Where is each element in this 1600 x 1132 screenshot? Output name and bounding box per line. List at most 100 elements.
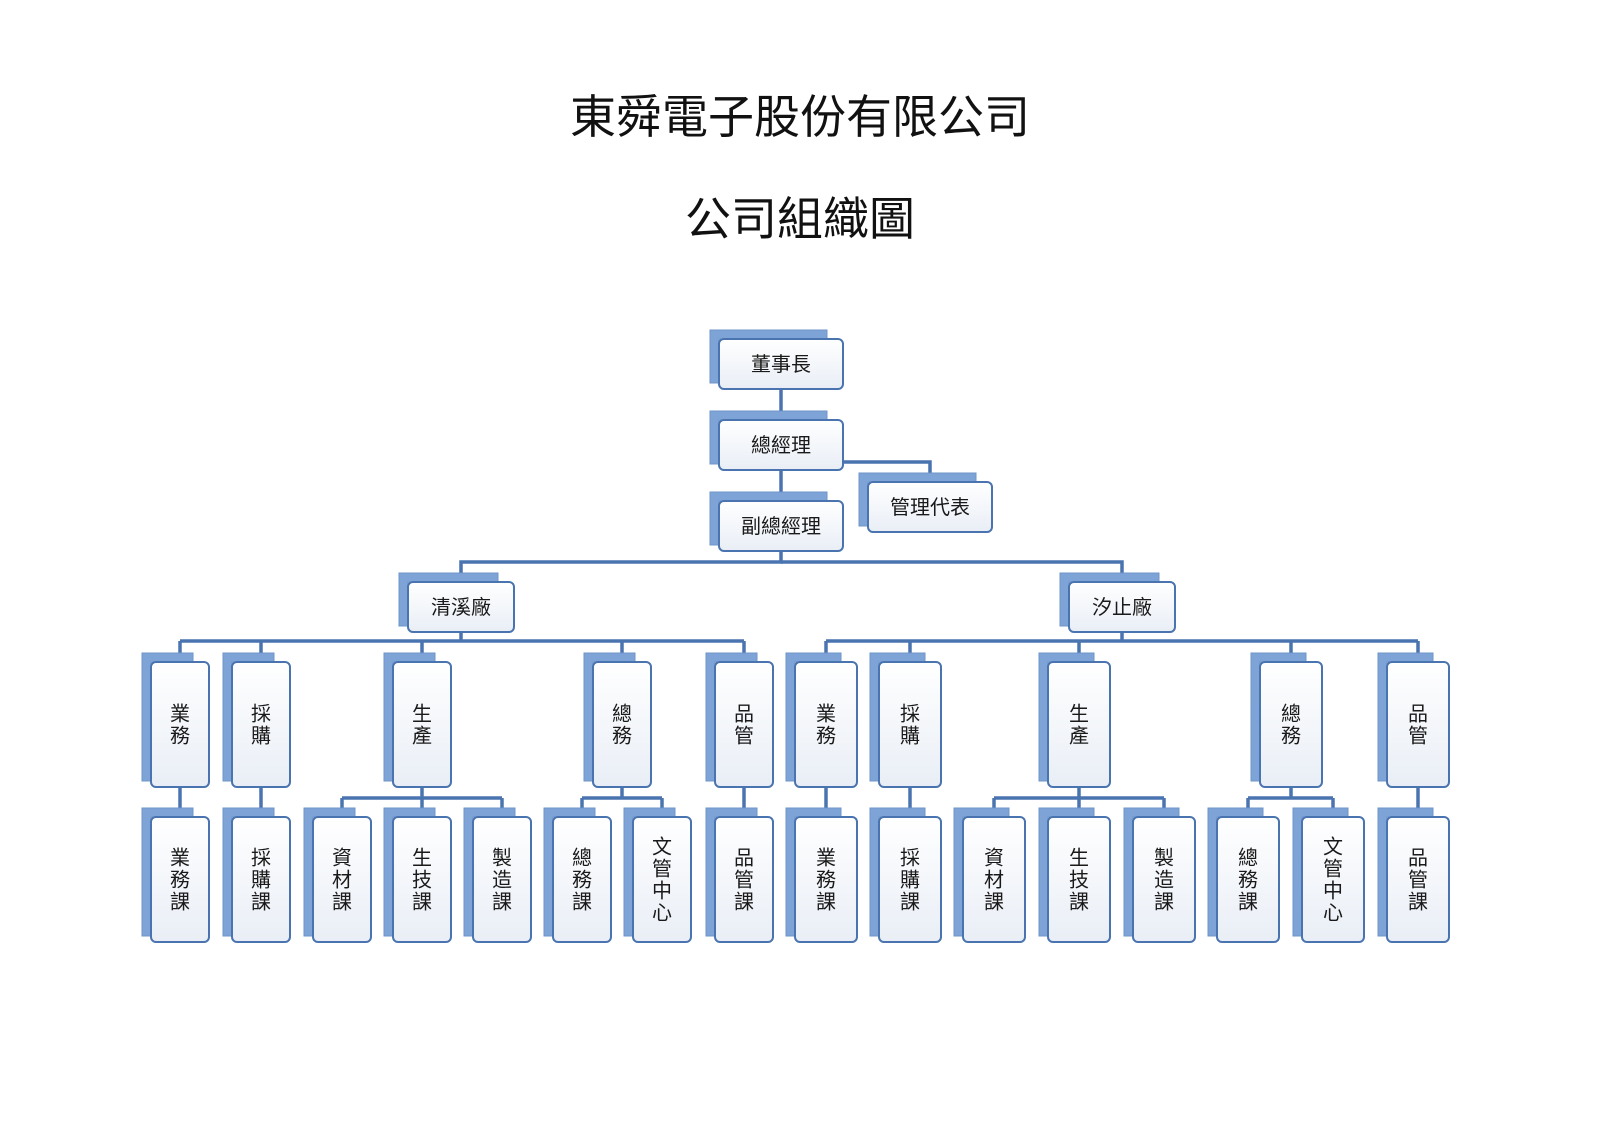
node-box	[1386, 661, 1450, 788]
node-section: 文管中心	[623, 807, 692, 943]
node-section: 總務課	[1207, 807, 1280, 943]
company-title: 東舜電子股份有限公司	[570, 90, 1030, 144]
node-department: 業務	[785, 652, 858, 788]
node-department: 總務	[1250, 652, 1323, 788]
node-label: 品管課	[1408, 846, 1428, 914]
node-section: 生技課	[383, 807, 452, 943]
node-box	[1047, 661, 1111, 788]
node-box	[794, 661, 858, 788]
node-section: 製造課	[1123, 807, 1196, 943]
node-box	[718, 338, 844, 390]
node-label: 製造課	[492, 846, 512, 914]
node-section: 資材課	[953, 807, 1026, 943]
node-box	[592, 661, 652, 788]
node-label: 採購	[251, 702, 271, 748]
node-box	[632, 816, 692, 943]
node-label: 生技課	[1069, 846, 1089, 914]
node-department: 總務	[583, 652, 652, 788]
node-box	[407, 581, 515, 633]
node-label: 生產	[1069, 702, 1089, 748]
node-label: 文管中心	[652, 835, 672, 925]
node-box	[1216, 816, 1280, 943]
node-label: 採購課	[251, 846, 271, 914]
node-box	[1047, 816, 1111, 943]
node-box	[714, 816, 774, 943]
connector-deputy-plant-1	[459, 551, 783, 582]
node-label: 品管課	[734, 846, 754, 914]
node-section: 總務課	[543, 807, 612, 943]
node-department: 生產	[383, 652, 452, 788]
node-label: 總務課	[572, 846, 592, 914]
node-box	[718, 500, 844, 552]
node-label: 董事長	[751, 352, 811, 376]
node-box	[392, 661, 452, 788]
node-section: 品管課	[1377, 807, 1450, 943]
node-label: 生技課	[412, 846, 432, 914]
node-section: 生技課	[1038, 807, 1111, 943]
node-department: 品管	[705, 652, 774, 788]
node-box	[718, 419, 844, 471]
node-label: 清溪廠	[431, 595, 491, 619]
node-section: 文管中心	[1292, 807, 1365, 943]
node-label: 資材課	[332, 846, 352, 914]
node-section: 採購課	[869, 807, 942, 943]
node-section: 品管課	[705, 807, 774, 943]
node-box	[1132, 816, 1196, 943]
node-section: 採購課	[222, 807, 291, 943]
node-department: 生產	[1038, 652, 1111, 788]
node-box	[867, 481, 993, 533]
node-section: 製造課	[463, 807, 532, 943]
node-label: 業務課	[170, 846, 190, 914]
node-box	[150, 816, 210, 943]
node-label: 業務課	[816, 846, 836, 914]
node-department: 採購	[869, 652, 942, 788]
node-label: 文管中心	[1323, 835, 1343, 925]
node-box	[150, 661, 210, 788]
node-box	[392, 816, 452, 943]
node-management-rep: 管理代表	[858, 472, 993, 533]
node-label: 總經理	[751, 433, 811, 457]
node-label: 品管	[1408, 702, 1428, 748]
node-label: 採購課	[900, 846, 920, 914]
node-section: 資材課	[303, 807, 372, 943]
node-label: 業務	[816, 702, 836, 748]
node-label: 採購	[900, 702, 920, 748]
node-label: 總務課	[1238, 846, 1258, 914]
chart-subtitle: 公司組織圖	[685, 192, 915, 246]
node-box	[1386, 816, 1450, 943]
node-label: 副總經理	[741, 514, 821, 538]
node-label: 製造課	[1154, 846, 1174, 914]
node-label: 業務	[170, 702, 190, 748]
node-plant-2: 汐止廠	[1059, 572, 1176, 633]
node-box	[878, 816, 942, 943]
node-chairman: 董事長	[709, 329, 844, 390]
node-box	[794, 816, 858, 943]
node-general-manager: 總經理	[709, 410, 844, 471]
node-label: 生產	[412, 702, 432, 748]
node-deputy-gm: 副總經理	[709, 491, 844, 552]
node-box	[231, 661, 291, 788]
node-box	[962, 816, 1026, 943]
node-label: 總務	[612, 702, 632, 748]
node-box	[1301, 816, 1365, 943]
node-section: 業務課	[785, 807, 858, 943]
node-label: 汐止廠	[1092, 595, 1152, 619]
node-department: 業務	[141, 652, 210, 788]
node-section: 業務課	[141, 807, 210, 943]
node-plant-1: 清溪廠	[398, 572, 515, 633]
node-box	[1259, 661, 1323, 788]
node-label: 資材課	[984, 846, 1004, 914]
node-box	[552, 816, 612, 943]
node-box	[714, 661, 774, 788]
node-box	[1068, 581, 1176, 633]
node-label: 品管	[734, 702, 754, 748]
node-department: 採購	[222, 652, 291, 788]
node-label: 管理代表	[890, 495, 970, 519]
node-department: 品管	[1377, 652, 1450, 788]
node-box	[878, 661, 942, 788]
node-box	[231, 816, 291, 943]
node-box	[312, 816, 372, 943]
node-label: 總務	[1281, 702, 1301, 748]
